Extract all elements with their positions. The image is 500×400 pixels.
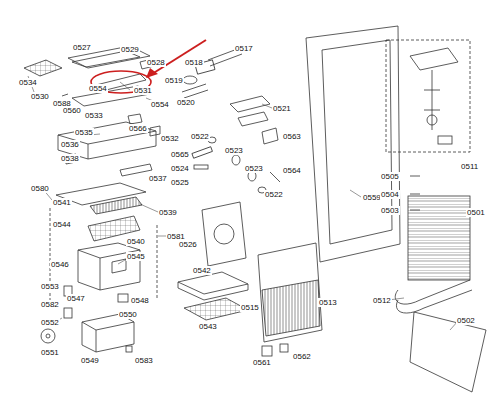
pointer-arrowhead	[146, 68, 158, 78]
callout-number: 0536	[60, 140, 80, 149]
callout-number: 0554	[150, 100, 170, 109]
callout-number: 0522	[264, 190, 284, 199]
callout-number: 0528	[146, 58, 166, 67]
callout-number: 0519	[164, 76, 184, 85]
callout-number: 0566	[128, 124, 148, 133]
callout-number: 0539	[158, 208, 178, 217]
callout-number: 0580	[30, 184, 50, 193]
callout-number: 0544	[52, 220, 72, 229]
callout-number: 0553	[40, 282, 60, 291]
callout-number: 0530	[30, 92, 50, 101]
callout-number: 0511	[460, 162, 479, 171]
callout-number: 0531	[133, 86, 153, 95]
callout-number: 0522	[190, 132, 210, 141]
callout-number: 0540	[126, 237, 146, 246]
callout-number: 0523	[244, 164, 264, 173]
callout-number: 0515	[240, 303, 260, 312]
callout-number: 0560	[62, 106, 82, 115]
callout-number: 0547	[66, 294, 86, 303]
callout-number: 0546	[50, 260, 70, 269]
callout-number: 0505	[380, 172, 400, 181]
callout-number: 0520	[176, 98, 196, 107]
callout-number: 0529	[120, 45, 140, 54]
callout-number: 0582	[40, 300, 60, 309]
callout-number: 0545	[126, 252, 146, 261]
callout-number: 0541	[52, 198, 72, 207]
callout-number: 0561	[252, 358, 272, 367]
callout-number: 0563	[282, 132, 302, 141]
callout-number: 0552	[40, 318, 60, 327]
callout-number: 0548	[130, 296, 150, 305]
callout-number: 0503	[380, 206, 400, 215]
pointer-arrow	[152, 40, 206, 74]
callout-number: 0517	[234, 44, 254, 53]
callout-number: 0559	[362, 193, 382, 202]
callout-number: 0534	[18, 78, 38, 87]
callout-number: 0526	[178, 240, 198, 249]
callout-number: 0504	[380, 190, 400, 199]
callout-number: 0549	[80, 356, 100, 365]
callout-number: 0535	[74, 128, 94, 137]
callout-number: 0564	[282, 166, 302, 175]
callout-number: 0524	[170, 164, 190, 173]
callout-number: 0554	[88, 84, 108, 93]
callout-number: 0565	[170, 150, 190, 159]
callout-number: 0538	[60, 154, 80, 163]
callout-number: 0537	[148, 174, 168, 183]
callout-number: 0502	[456, 316, 476, 325]
callout-number: 0501	[466, 208, 486, 217]
callout-number: 0562	[292, 352, 312, 361]
callout-number: 0518	[184, 58, 204, 67]
callout-number: 0521	[272, 104, 292, 113]
callout-number: 0543	[198, 322, 218, 331]
callout-number: 0542	[192, 266, 212, 275]
callout-number: 0525	[170, 178, 190, 187]
callout-number: 0532	[160, 134, 180, 143]
callout-number: 0550	[118, 310, 138, 319]
callout-number: 0527	[72, 43, 92, 52]
callout-number: 0583	[134, 356, 154, 365]
callout-number: 0533	[84, 111, 104, 120]
callout-number: 0523	[224, 146, 244, 155]
callout-number: 0551	[40, 348, 60, 357]
callout-number: 0512	[372, 296, 392, 305]
callout-number: 0513	[318, 298, 338, 307]
